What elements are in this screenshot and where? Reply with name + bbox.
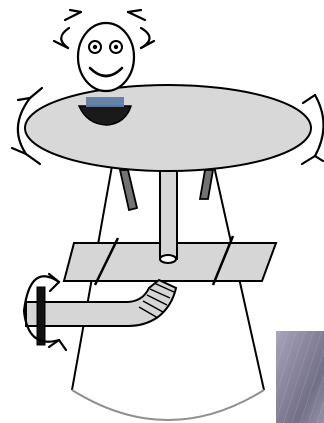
rotation-arrows-icon — [302, 156, 315, 164]
smiley-left-pupil — [93, 45, 97, 49]
cone-bottom-arc — [72, 390, 264, 420]
rotation-arrows-icon — [30, 88, 42, 98]
table-top-surface — [25, 85, 311, 171]
smiley-face — [78, 23, 134, 91]
photo-patch-texture — [276, 331, 324, 423]
vertical-rod-shaft — [160, 166, 177, 259]
rotation-arrows-icon — [128, 12, 145, 20]
support-right — [200, 170, 213, 199]
rotation-arrows-icon — [303, 95, 315, 103]
rotation-arrows-icon — [128, 10, 141, 12]
smiley-right-pupil — [114, 45, 118, 49]
rotation-arrows-icon — [315, 95, 324, 156]
support-left — [120, 170, 137, 210]
rotation-arrows-icon — [59, 340, 66, 350]
photo-patch — [276, 331, 324, 423]
rotation-arrows-icon — [65, 12, 81, 20]
pipe-main — [26, 280, 176, 326]
vertical-rod-base — [160, 255, 176, 263]
pipe-assembly — [26, 280, 176, 345]
rotation-arrows-icon — [26, 154, 40, 164]
table-top — [25, 85, 311, 171]
bowl-rim — [86, 97, 124, 107]
rotation-arrows-icon — [70, 10, 81, 12]
rotation-arrows-icon — [54, 41, 68, 48]
rotation-arrows-icon — [50, 282, 59, 291]
smiley-face-icon — [78, 23, 134, 91]
rotation-arrows-icon — [315, 156, 323, 161]
pipe-end-cap — [37, 287, 45, 345]
vertical-rod — [160, 166, 177, 263]
